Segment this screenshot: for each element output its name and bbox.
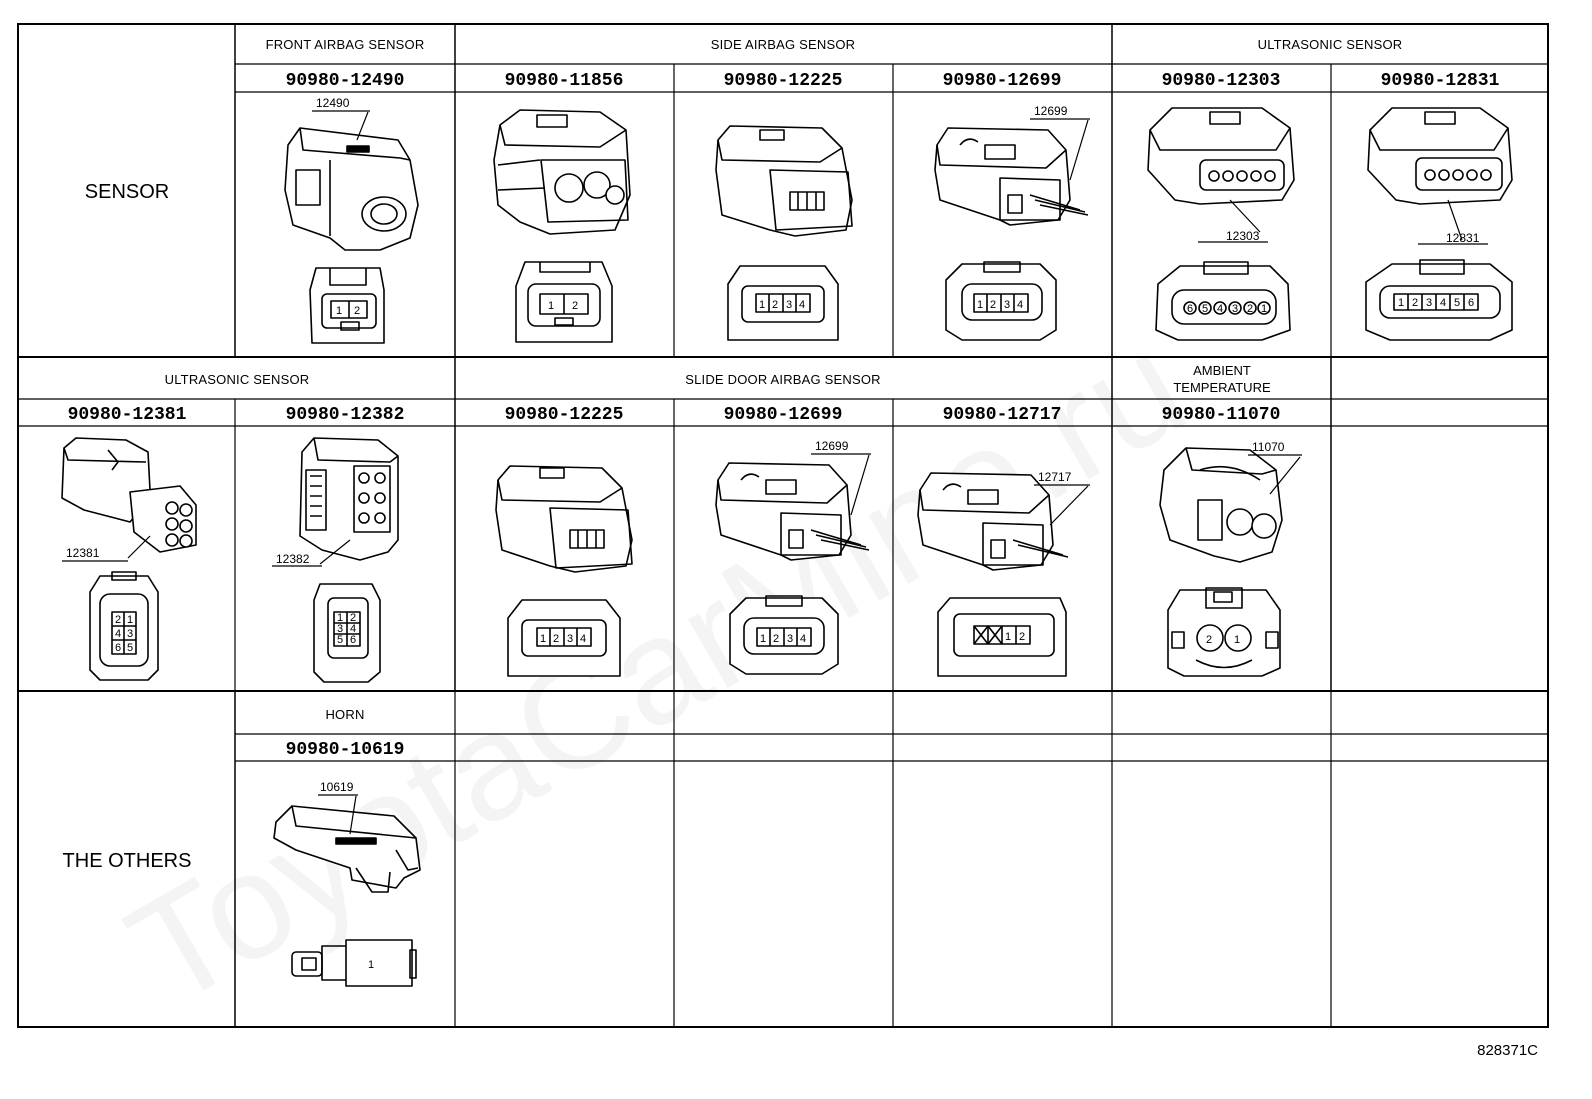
svg-text:3: 3 — [337, 623, 343, 635]
figure-id: 828371C — [1477, 1042, 1538, 1059]
svg-text:1: 1 — [336, 305, 342, 317]
group-ambient-temperature-sensor: AMBIENT TEMPERATURE SENSOR — [1173, 363, 1271, 398]
svg-text:2: 2 — [354, 305, 360, 317]
svg-text:12717: 12717 — [1038, 470, 1072, 484]
svg-text:1: 1 — [548, 300, 554, 312]
connector-90980-11070: 11070 2 1 — [1159, 440, 1302, 677]
svg-text:2: 2 — [115, 614, 121, 626]
svg-text:3: 3 — [1426, 297, 1432, 309]
svg-text:2: 2 — [772, 299, 778, 311]
svg-text:6: 6 — [1468, 297, 1474, 309]
connector-90980-12303: 12303 6 5 4 3 2 1 — [1147, 107, 1295, 341]
svg-text:5: 5 — [1454, 297, 1460, 309]
connector-90980-12381: 12381 2 1 4 3 6 5 — [61, 437, 197, 681]
svg-text:12381: 12381 — [66, 546, 100, 560]
svg-text:1: 1 — [1005, 631, 1011, 643]
part-number: 90980-12699 — [943, 71, 1062, 91]
connector-90980-11856: 1 2 — [493, 109, 631, 343]
connector-90980-12717: 12717 1 2 — [917, 470, 1090, 677]
svg-text:1: 1 — [337, 612, 343, 624]
part-number: 90980-11070 — [1162, 405, 1281, 425]
svg-text:2: 2 — [1206, 634, 1212, 646]
group-horn: HORN — [325, 707, 364, 722]
connector-90980-12699: 12699 1 2 3 4 — [934, 104, 1090, 341]
svg-text:4: 4 — [1217, 303, 1223, 315]
svg-text:4: 4 — [115, 628, 121, 640]
svg-text:12303: 12303 — [1226, 229, 1260, 243]
connector-90980-12382: 12382 1 2 3 4 5 6 — [272, 437, 399, 683]
svg-text:1: 1 — [540, 633, 546, 645]
svg-text:1: 1 — [1398, 297, 1404, 309]
svg-text:2: 2 — [553, 633, 559, 645]
svg-text:1: 1 — [1261, 303, 1267, 315]
svg-text:4: 4 — [1440, 297, 1446, 309]
svg-text:1: 1 — [977, 299, 983, 311]
group-slide-door-airbag-sensor: SLIDE DOOR AIRBAG SENSOR — [685, 372, 881, 387]
part-number: 90980-12699 — [724, 405, 843, 425]
svg-text:3: 3 — [787, 633, 793, 645]
svg-text:5: 5 — [337, 634, 343, 646]
svg-text:2: 2 — [1019, 631, 1025, 643]
part-number: 90980-12717 — [943, 405, 1062, 425]
svg-text:11070: 11070 — [1252, 440, 1285, 454]
group-front-airbag-sensor: FRONT AIRBAG SENSOR — [266, 37, 425, 52]
svg-text:12490: 12490 — [316, 96, 350, 110]
connector-90980-12225: 1 2 3 4 — [715, 125, 853, 341]
svg-text:12382: 12382 — [276, 552, 310, 566]
svg-text:3: 3 — [1232, 303, 1238, 315]
part-number: 90980-12225 — [724, 71, 843, 91]
svg-text:5: 5 — [1202, 303, 1208, 315]
svg-text:4: 4 — [580, 633, 586, 645]
svg-text:2: 2 — [773, 633, 779, 645]
svg-text:2: 2 — [990, 299, 996, 311]
svg-text:3: 3 — [127, 628, 133, 640]
connector-90980-12831: 12831 1 2 3 4 5 6 — [1365, 107, 1513, 341]
svg-text:5: 5 — [127, 642, 133, 654]
svg-text:2: 2 — [572, 300, 578, 312]
connector-90980-12699-b: 12699 1 2 3 4 — [715, 439, 871, 675]
svg-text:2: 2 — [350, 612, 356, 624]
group-side-airbag-sensor: SIDE AIRBAG SENSOR — [711, 37, 855, 52]
svg-text:6: 6 — [115, 642, 121, 654]
part-number: 90980-12303 — [1162, 71, 1281, 91]
part-number: 90980-11856 — [505, 71, 624, 91]
part-number: 90980-10619 — [286, 740, 405, 760]
svg-text:1: 1 — [127, 614, 133, 626]
connector-90980-10619: 10619 1 — [273, 780, 421, 987]
table-grid — [17, 23, 1549, 1028]
svg-text:6: 6 — [1187, 303, 1193, 315]
part-number: 90980-12382 — [286, 405, 405, 425]
connector-90980-12225-b: 1 2 3 4 — [495, 465, 633, 677]
part-number: 90980-12490 — [286, 71, 405, 91]
section-others-label: THE OTHERS — [63, 850, 192, 872]
svg-text:3: 3 — [567, 633, 573, 645]
svg-text:12831: 12831 — [1446, 231, 1480, 245]
svg-text:6: 6 — [350, 634, 356, 646]
section-sensor-label: SENSOR — [85, 181, 169, 203]
svg-text:3: 3 — [1004, 299, 1010, 311]
svg-text:12699: 12699 — [1034, 104, 1068, 118]
svg-text:4: 4 — [800, 633, 806, 645]
svg-text:12699: 12699 — [815, 439, 849, 453]
part-number: 90980-12381 — [68, 405, 187, 425]
svg-text:4: 4 — [350, 623, 356, 635]
svg-text:4: 4 — [799, 299, 805, 311]
svg-text:3: 3 — [786, 299, 792, 311]
svg-text:2: 2 — [1247, 303, 1253, 315]
svg-text:1: 1 — [1234, 634, 1240, 646]
svg-text:1: 1 — [368, 959, 374, 971]
group-ultrasonic-sensor-2: ULTRASONIC SENSOR — [165, 372, 310, 387]
svg-text:1: 1 — [759, 299, 765, 311]
svg-text:10619: 10619 — [320, 780, 354, 794]
svg-text:1: 1 — [760, 633, 766, 645]
group-ultrasonic-sensor: ULTRASONIC SENSOR — [1258, 37, 1403, 52]
part-number: 90980-12225 — [505, 405, 624, 425]
part-number: 90980-12831 — [1381, 71, 1500, 91]
svg-text:4: 4 — [1017, 299, 1023, 311]
connector-90980-12490: 12490 1 2 — [284, 96, 419, 344]
svg-text:2: 2 — [1412, 297, 1418, 309]
